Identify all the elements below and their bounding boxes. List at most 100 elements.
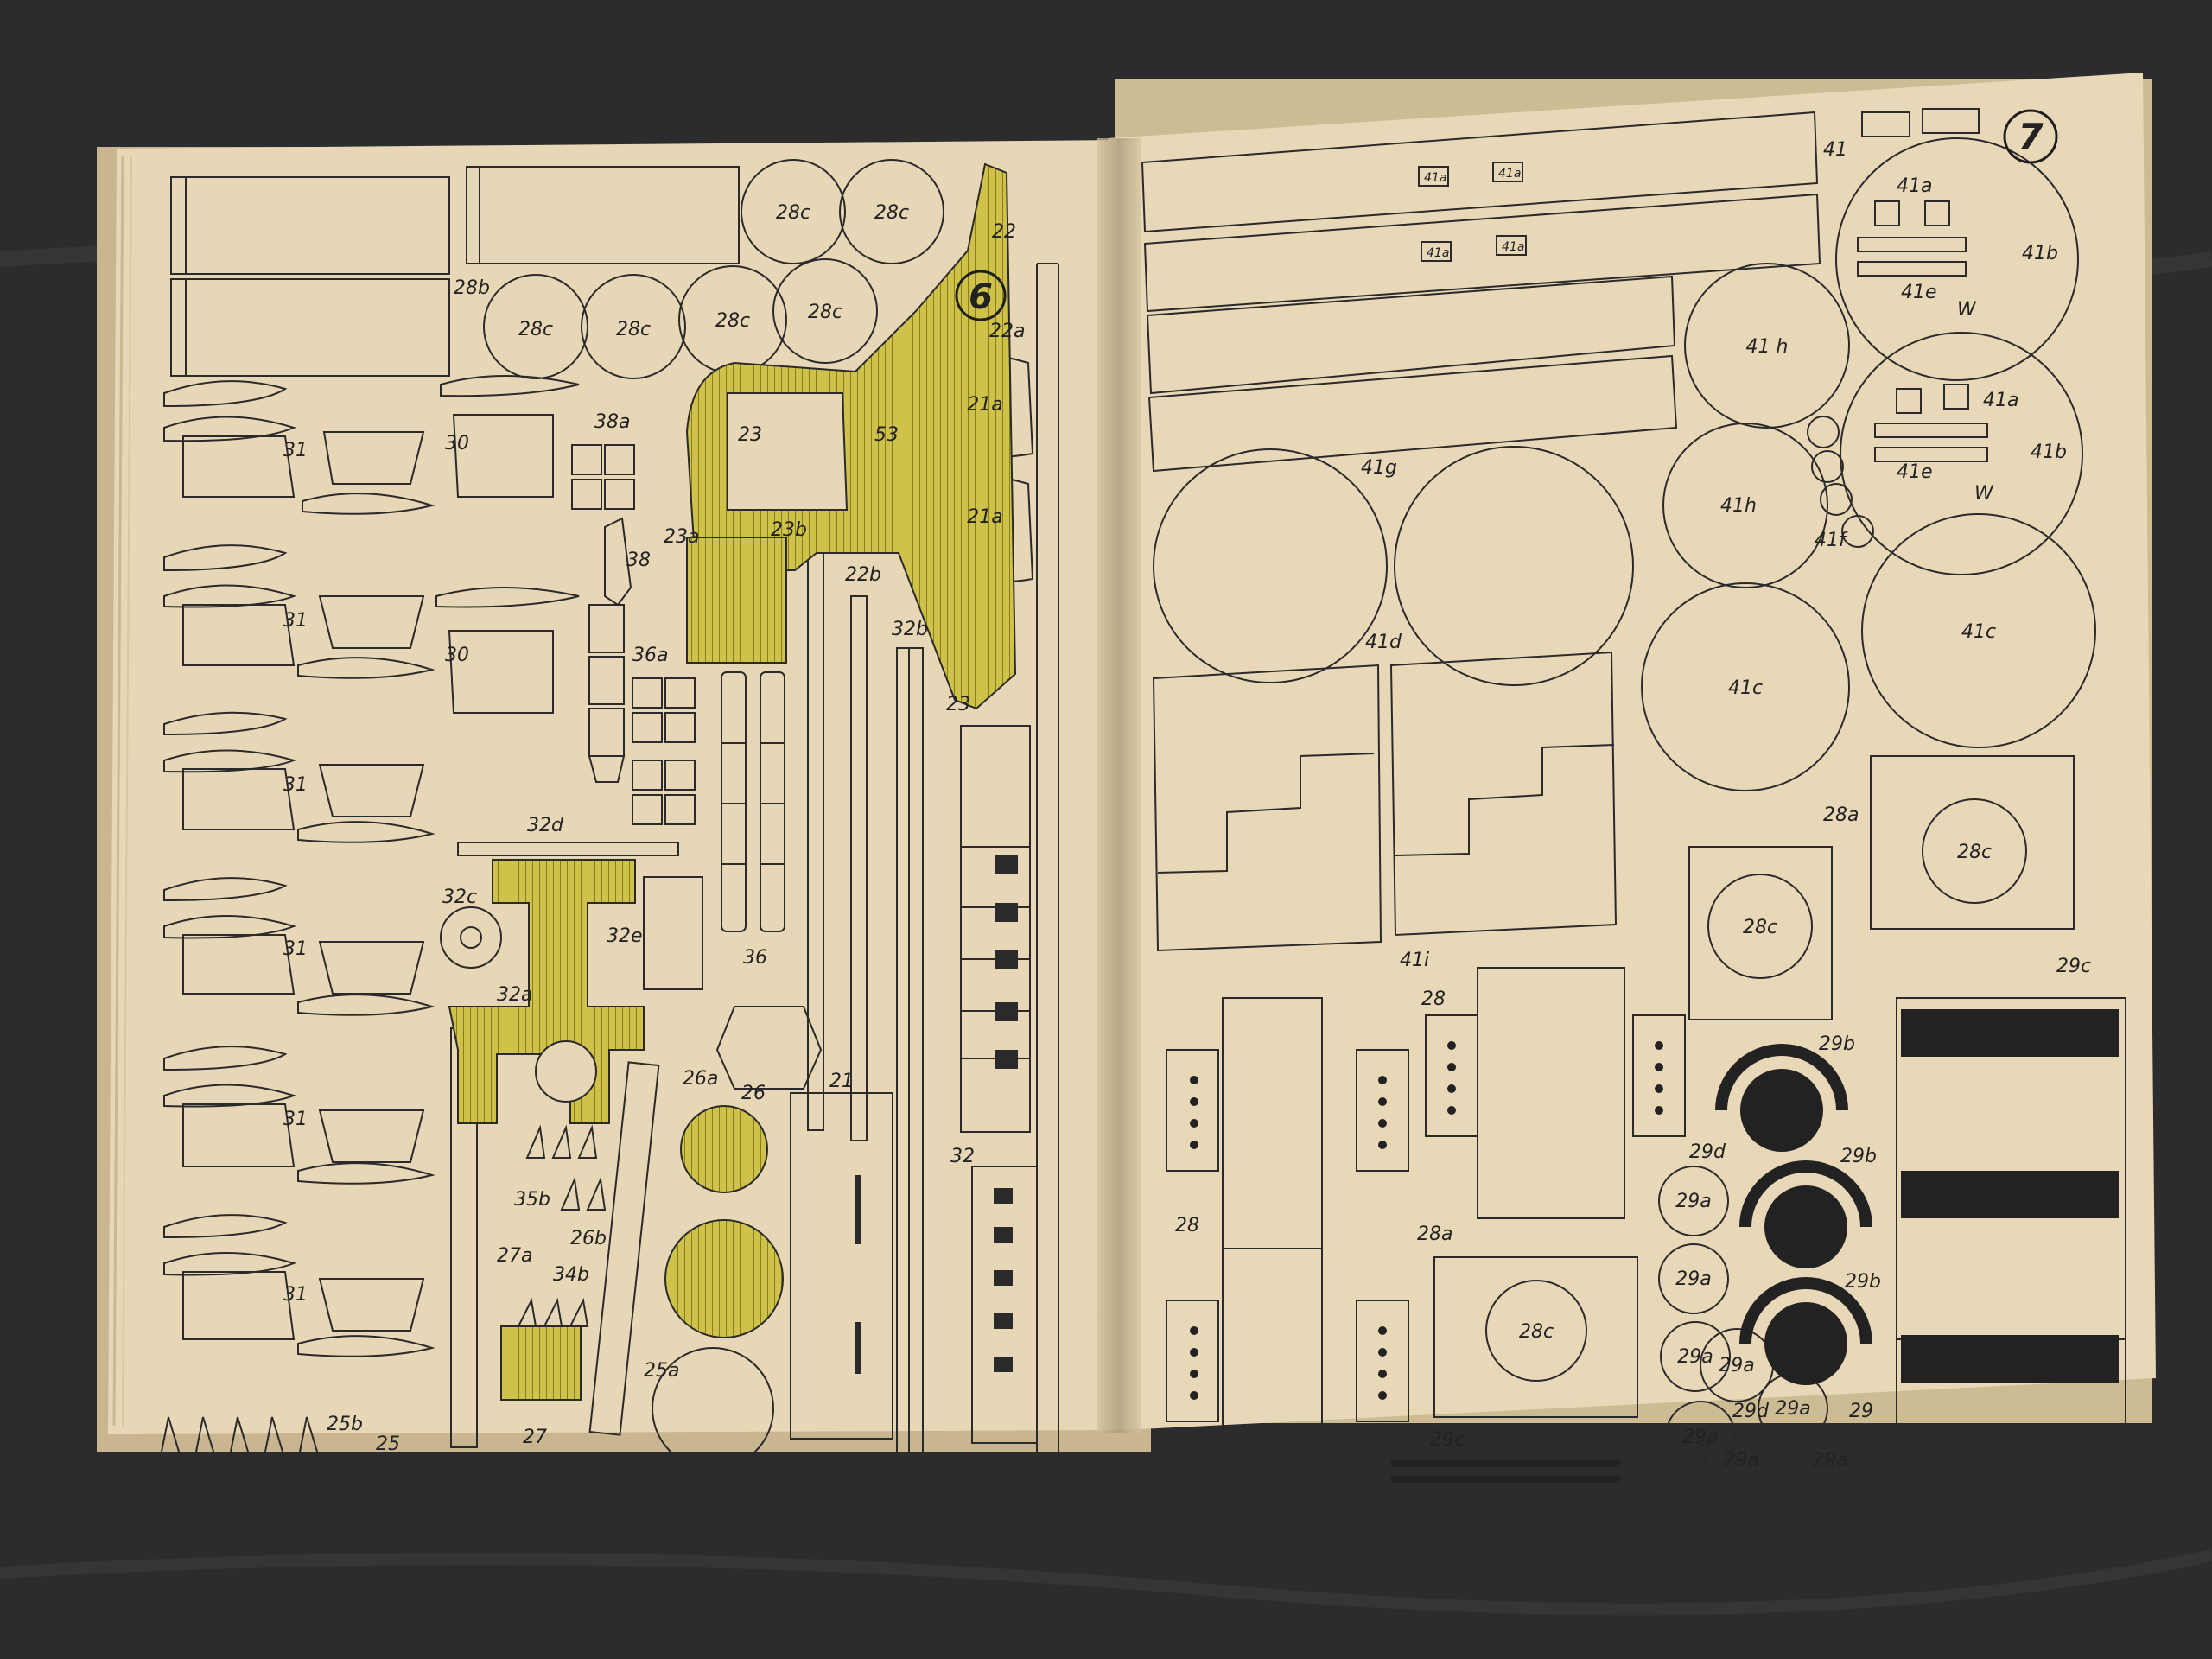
label-31: 31 — [283, 440, 308, 461]
label-23: 23 — [738, 424, 762, 446]
dot-grids — [571, 444, 1018, 1374]
label-29a: 29a — [1719, 1355, 1754, 1376]
label-28c: 28c — [776, 202, 810, 224]
label-w: W — [1957, 299, 1977, 321]
label-41h: 41h — [1720, 495, 1757, 517]
label-41i: 41i — [1400, 950, 1429, 971]
label-29a: 29a — [1723, 1450, 1758, 1471]
label-29a: 29a — [1775, 1398, 1810, 1420]
label-41c: 41c — [1728, 677, 1763, 699]
label-32b: 32b — [892, 619, 928, 640]
label-29a: 29a — [1675, 1191, 1711, 1212]
label-35b: 35b — [514, 1189, 550, 1211]
label-41b: 41b — [2031, 442, 2067, 463]
label-21a: 21a — [967, 506, 1002, 528]
label-41: 41 — [1823, 139, 1847, 161]
label-29a: 29a — [1675, 1268, 1711, 1290]
label-38a: 38a — [594, 411, 630, 433]
label-36: 36 — [743, 947, 767, 969]
label-34b: 34b — [553, 1264, 589, 1286]
label-41b: 41b — [2022, 243, 2058, 264]
label-29c: 29c — [2056, 956, 2091, 977]
label-38: 38 — [626, 550, 651, 571]
label-27: 27 — [523, 1427, 547, 1448]
label-29d: 29d — [1689, 1141, 1726, 1163]
part-31-shapes — [163, 375, 580, 1357]
label-28: 28 — [1175, 1215, 1199, 1236]
label-32c: 32c — [442, 887, 477, 908]
label-26b: 26b — [570, 1228, 607, 1249]
label-22a: 22a — [989, 321, 1025, 342]
label-41a: 41a — [1427, 246, 1449, 260]
page-number-left: 6 — [969, 277, 993, 317]
label-25a: 25a — [644, 1360, 679, 1382]
page-number-circle-left — [955, 270, 1007, 321]
label-29a: 29a — [1682, 1427, 1718, 1448]
label-w: W — [1974, 483, 1994, 505]
label-28c: 28c — [808, 302, 842, 323]
label-22: 22 — [992, 221, 1016, 243]
label-29a: 29a — [1812, 1450, 1847, 1471]
label-31: 31 — [283, 774, 308, 796]
label-21a: 21a — [967, 394, 1002, 416]
label-29b: 29b — [1819, 1033, 1855, 1055]
label-31: 31 — [283, 1109, 308, 1130]
label-36a: 36a — [632, 645, 668, 666]
right-page-small-parts — [1418, 162, 1988, 462]
book-gutter — [1097, 138, 1141, 1433]
label-29b: 29b — [1840, 1146, 1877, 1167]
label-53: 53 — [874, 424, 899, 446]
label-28c: 28c — [616, 319, 651, 340]
label-29c: 29c — [1430, 1429, 1465, 1451]
label-29a: 29a — [1677, 1346, 1713, 1368]
label-23: 23 — [946, 694, 970, 715]
label-30: 30 — [445, 433, 469, 454]
label-41a: 41a — [1502, 240, 1524, 254]
label-41a: 41a — [1424, 171, 1446, 185]
label-28c: 28c — [518, 319, 553, 340]
label-28a: 28a — [1823, 804, 1859, 826]
label-29: 29 — [1849, 1401, 1873, 1422]
label-23a: 23a — [664, 526, 699, 548]
label-28: 28 — [1421, 988, 1446, 1010]
right-page-parts — [1141, 108, 2126, 1497]
label-29b: 29b — [1845, 1271, 1881, 1293]
label-26a: 26a — [683, 1068, 718, 1090]
label-41a: 41a — [1897, 175, 1932, 197]
label-28a: 28a — [1417, 1224, 1452, 1245]
label-32: 32 — [950, 1146, 975, 1167]
label-23b: 23b — [771, 519, 807, 541]
label-29d: 29d — [1732, 1401, 1770, 1422]
label-41c: 41c — [1961, 621, 1996, 643]
label-28b: 28b — [454, 277, 490, 299]
label-28c: 28c — [1743, 917, 1777, 938]
left-page-labels: 28b 28c 28c 28c 28c 28c 28c 22 22a 31 31… — [283, 202, 1025, 1455]
label-41a: 41a — [1498, 167, 1521, 181]
label-41g: 41g — [1361, 457, 1397, 479]
label-41d: 41d — [1365, 632, 1402, 653]
label-30: 30 — [445, 645, 469, 666]
label-25b: 25b — [327, 1414, 363, 1435]
label-41e: 41e — [1901, 282, 1937, 303]
right-page-labels: 41 41a 41a 41a 41a 41a 41a 41b 41b 41e 4… — [1175, 139, 2091, 1471]
label-28c: 28c — [1957, 842, 1992, 863]
label-28c: 28c — [874, 202, 909, 224]
label-22b: 22b — [845, 564, 881, 586]
label-21: 21 — [830, 1071, 854, 1092]
right-page — [1108, 73, 2156, 1430]
label-41h: 41 h — [1746, 336, 1789, 358]
label-31: 31 — [283, 938, 308, 960]
left-page-yellow-parts — [448, 162, 1017, 1401]
page-number-right: 7 — [2018, 116, 2044, 158]
label-25: 25 — [376, 1433, 400, 1455]
left-page-parts — [158, 159, 1059, 1509]
label-32d: 32d — [527, 815, 564, 836]
label-26: 26 — [741, 1083, 766, 1104]
label-27a: 27a — [497, 1245, 532, 1267]
label-41a: 41a — [1983, 390, 2018, 411]
label-41e: 41e — [1897, 461, 1933, 483]
label-28c: 28c — [1519, 1321, 1554, 1343]
label-31: 31 — [283, 1284, 308, 1306]
